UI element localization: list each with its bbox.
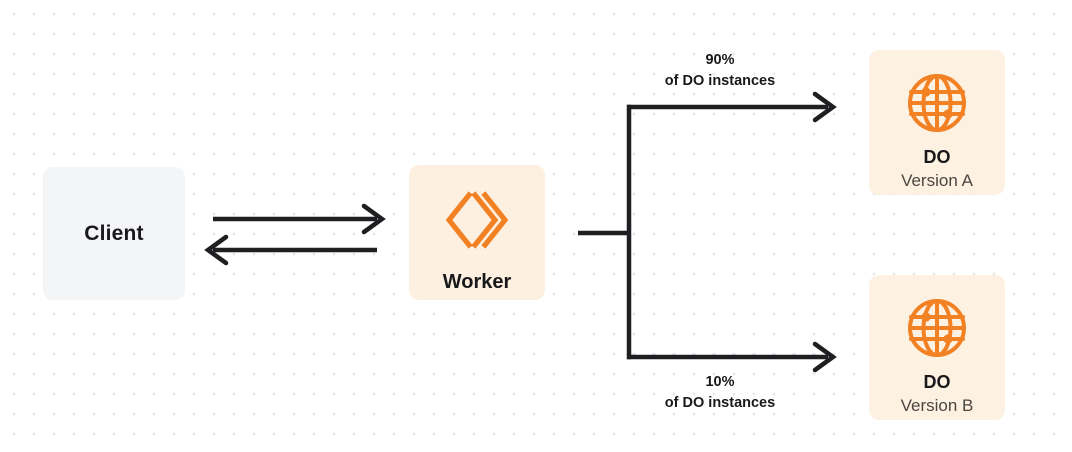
arrow-worker-to-client [204,234,377,266]
edge-label-do-b-caption: of DO instances [664,395,776,412]
edge-label-do-b: 10% of DO instances [634,372,806,414]
node-do-version-b[interactable]: DO Version B [869,275,1005,420]
node-do-b-label: DO [923,372,951,392]
edge-label-do-a-percent: 90% [705,52,735,68]
node-do-b-sublabel: Version B [900,395,974,415]
node-do-a-label: DO [923,147,951,167]
worker-chevron-icon [445,189,509,251]
split-connector-worker [578,104,632,360]
edge-label-do-a-caption: of DO instances [664,73,776,90]
globe-icon [906,72,968,134]
arrow-client-to-worker [213,203,386,235]
edge-label-do-b-percent: 10% [705,374,735,390]
edge-label-do-a: 90% of DO instances [634,50,806,92]
node-worker-label: Worker [442,271,512,293]
arrow-worker-to-do-b [627,341,837,373]
node-do-a-sublabel: Version A [901,170,973,190]
node-client[interactable]: Client [43,167,185,300]
node-client-label: Client [84,221,144,245]
arrow-worker-to-do-a [627,91,837,123]
globe-icon [906,297,968,359]
node-do-version-a[interactable]: DO Version A [869,50,1005,195]
node-worker[interactable]: Worker [409,165,545,300]
